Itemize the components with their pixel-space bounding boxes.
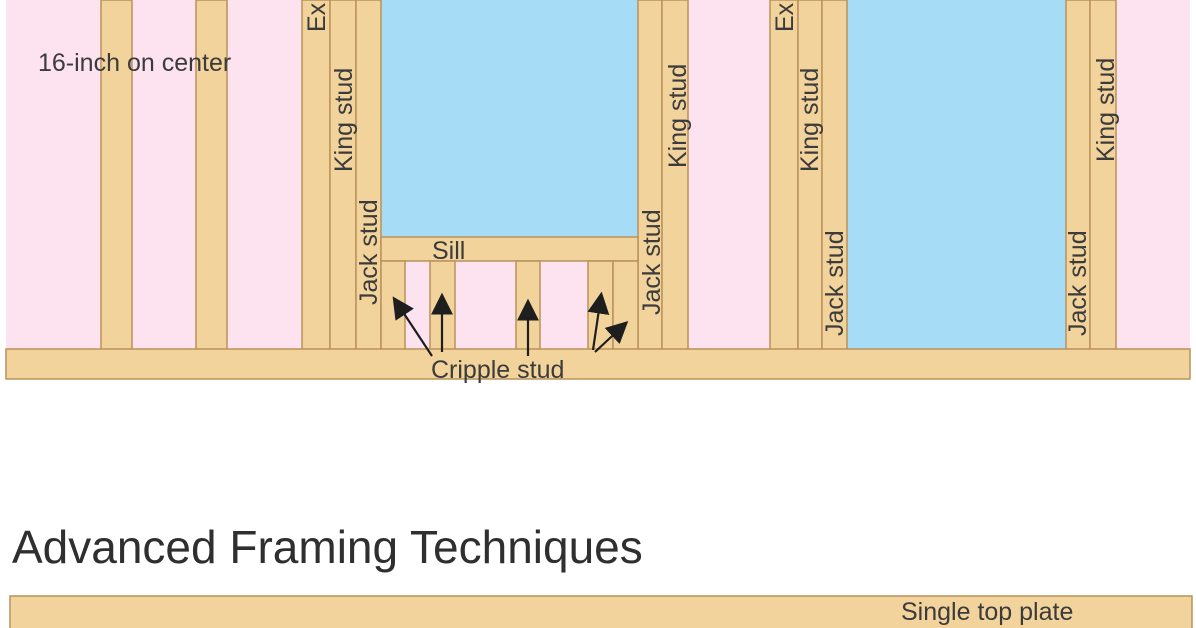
- arrow: [594, 320, 629, 353]
- cripple-arrows: [392, 291, 629, 357]
- on-center-label: 16-inch on center: [38, 49, 231, 77]
- king-stud: [1089, 0, 1117, 351]
- king-stud: [661, 0, 689, 351]
- king-stud-label: King stud: [796, 68, 824, 172]
- jack-stud: [1065, 0, 1091, 351]
- single-top-plate-label: Single top plate: [901, 598, 1073, 626]
- window-glass-left: [381, 0, 638, 237]
- jack-stud-label: Jack stud: [355, 199, 383, 305]
- extra-stud-label: Ex: [771, 2, 799, 32]
- extra-stud: [301, 0, 331, 351]
- king-stud: [329, 0, 357, 351]
- extra-stud-label: Ex: [303, 2, 331, 32]
- sill: [380, 236, 639, 262]
- studs: [100, 0, 1117, 351]
- jack-stud-label: Jack stud: [1064, 230, 1092, 336]
- bottom-plate: [5, 348, 1191, 380]
- king-stud-label: King stud: [330, 68, 358, 172]
- window-glass-right: [847, 0, 1066, 350]
- arrow: [392, 296, 433, 357]
- single-top-plate: [9, 595, 1193, 628]
- cripple-stud: [380, 260, 406, 351]
- king-stud: [797, 0, 823, 351]
- common-stud: [195, 0, 228, 351]
- extra-stud: [769, 0, 799, 351]
- king-stud-label: King stud: [664, 64, 692, 168]
- jack-stud-label: Jack stud: [821, 230, 849, 336]
- sill-label: Sill: [432, 237, 465, 265]
- cripple-stud: [612, 260, 639, 351]
- cripple-stud-label: Cripple stud: [431, 356, 564, 384]
- arrow: [587, 291, 610, 351]
- king-stud-label: King stud: [1092, 58, 1120, 162]
- jack-stud: [821, 0, 848, 351]
- jack-stud-label: Jack stud: [638, 209, 666, 315]
- section-title: Advanced Framing Techniques: [12, 521, 643, 573]
